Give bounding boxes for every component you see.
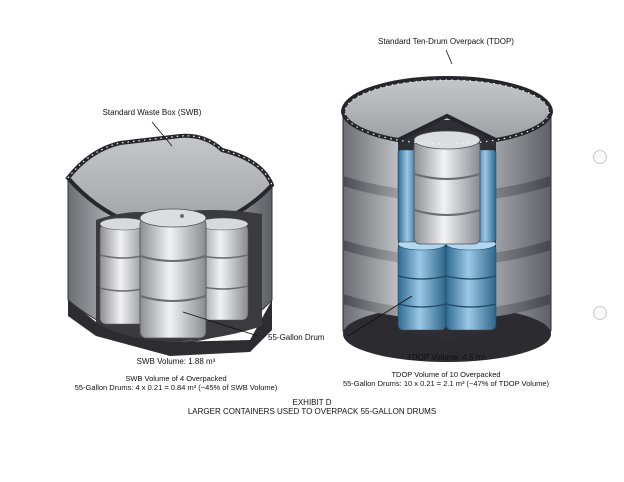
swb-overpack-line2: 55-Gallon Drums: 4 x 0.21 = 0.84 m³ (~45… (74, 383, 278, 392)
tdop-title-label: Standard Ten-Drum Overpack (TDOP) (378, 37, 514, 46)
punch-hole-bottom (593, 306, 607, 320)
tdop-drums-upper (397, 149, 497, 243)
tdop-ribs (343, 176, 551, 320)
swb-overpack-line1: SWB Volume of 4 Overpacked (125, 374, 227, 383)
tdop-overpack-line2: 55-Gallon Drums: 10 x 0.21 = 2.1 m³ (~47… (342, 379, 550, 388)
exhibit-caption: LARGER CONTAINERS USED TO OVERPACK 55-GA… (187, 407, 437, 416)
punch-hole-top (593, 150, 607, 164)
drum-leader-lines (182, 295, 413, 337)
tdop-volume-text: TDOP Volume: 4.5 m³ (406, 353, 486, 362)
tdop-overpack-line1: TDOP Volume of 10 Overpacked (391, 370, 501, 379)
exhibit-label: EXHIBIT D (292, 398, 332, 407)
tdop-center-drum (413, 130, 481, 245)
swb-volume-text: SWB Volume: 1.88 m³ (136, 357, 216, 366)
swb-illustration (65, 121, 275, 356)
tdop-illustration (340, 49, 554, 362)
swb-title-label: Standard Waste Box (SWB) (102, 108, 202, 117)
drum-label: 55-Gallon Drum (268, 333, 325, 342)
swb-front-drum (139, 208, 207, 339)
tdop-drums-lower (397, 237, 497, 331)
